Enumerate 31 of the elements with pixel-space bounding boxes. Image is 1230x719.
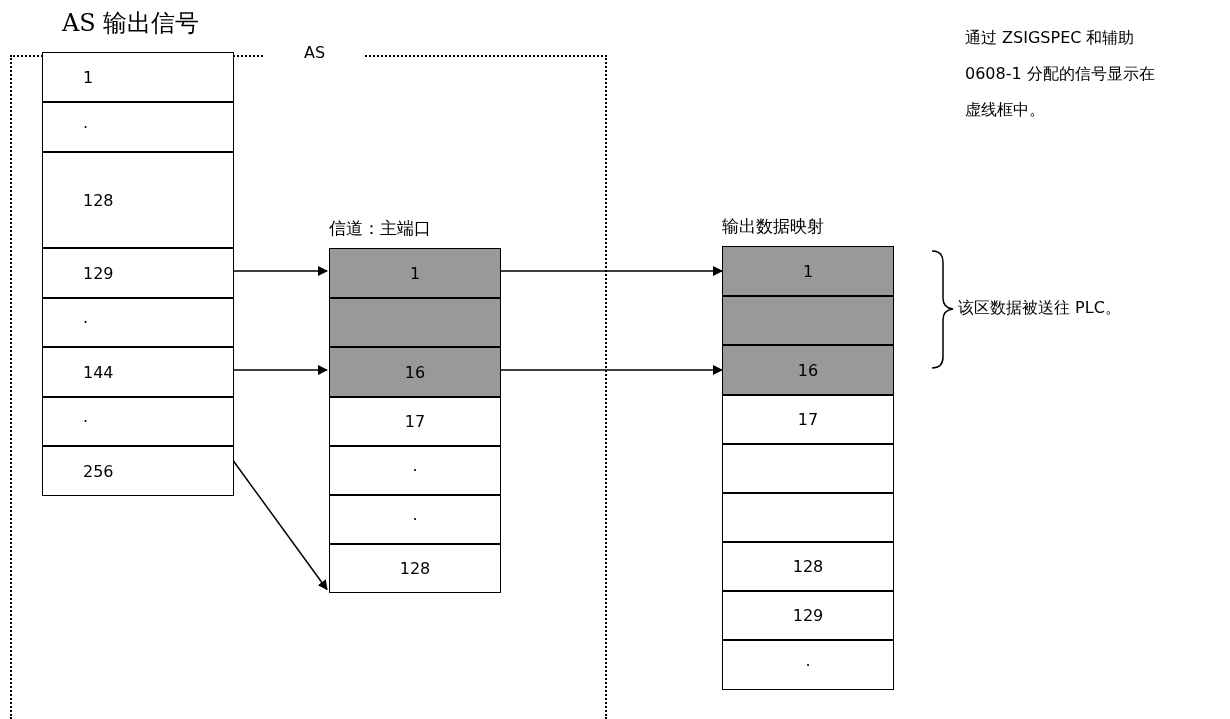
- memory-cell: 129: [42, 248, 234, 298]
- memory-cell: 129: [722, 591, 894, 640]
- memory-cell: 128: [329, 544, 501, 593]
- memory-table: [329, 217, 501, 594]
- memory-cell: 16: [722, 345, 894, 395]
- memory-cell: ·: [42, 397, 234, 446]
- memory-table: [722, 215, 894, 691]
- table-heading: 输出数据映射: [722, 215, 824, 238]
- empty-memory-cell: [722, 296, 894, 345]
- memory-cell: 1: [42, 52, 234, 102]
- memory-cell: 256: [42, 446, 234, 496]
- memory-cell: 16: [329, 347, 501, 397]
- note-text: 通过 ZSIGSPEC 和辅助 0608-1 分配的信号显示在虚线框中。: [965, 27, 1156, 121]
- memory-cell: ·: [722, 640, 894, 690]
- memory-cell: 144: [42, 347, 234, 397]
- table-heading: AS 输出信号: [62, 8, 200, 39]
- memory-cell: 128: [722, 542, 894, 591]
- memory-cell: ·: [329, 495, 501, 544]
- brace-annotation: 该区数据被送往 PLC。: [958, 298, 1122, 319]
- memory-cell: 128: [42, 152, 234, 248]
- memory-cell: ·: [42, 102, 234, 152]
- empty-memory-cell: [722, 444, 894, 493]
- empty-memory-cell: [722, 493, 894, 542]
- memory-cell: 1: [722, 246, 894, 296]
- table-heading: 信道：主端口: [329, 217, 431, 240]
- memory-cell: 17: [329, 397, 501, 446]
- empty-memory-cell: [329, 298, 501, 347]
- memory-cell: ·: [329, 446, 501, 495]
- memory-cell: ·: [42, 298, 234, 347]
- memory-cell: 17: [722, 395, 894, 444]
- memory-cell: 1: [329, 248, 501, 298]
